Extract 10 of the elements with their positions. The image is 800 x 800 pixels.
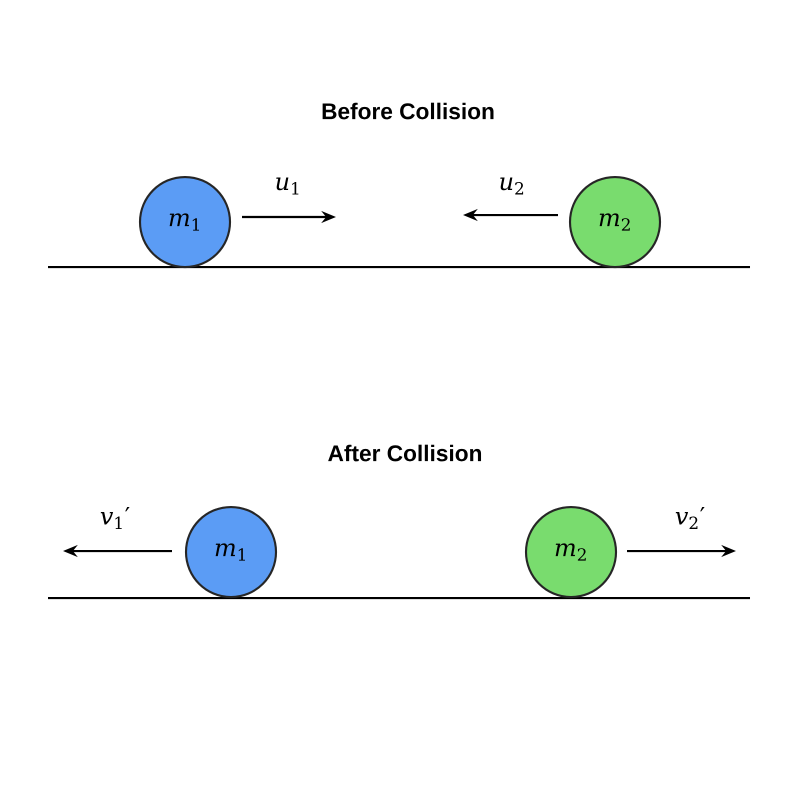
velocity-label: u$_{1}$ <box>276 178 298 194</box>
heading: Before Collision <box>322 102 494 120</box>
heading: After Collision <box>328 444 482 462</box>
velocity-label: v$_{2}$′ <box>676 506 705 530</box>
velocity-label: u$_{2}$ <box>500 178 524 194</box>
ball: m$_{2}$ <box>568 176 662 268</box>
ball: m$_{1}$ <box>184 506 278 598</box>
velocity-label: v$_{1}$′ <box>100 506 130 530</box>
ball: m$_{1}$ <box>138 176 232 268</box>
ball: m$_{2}$ <box>524 506 618 598</box>
